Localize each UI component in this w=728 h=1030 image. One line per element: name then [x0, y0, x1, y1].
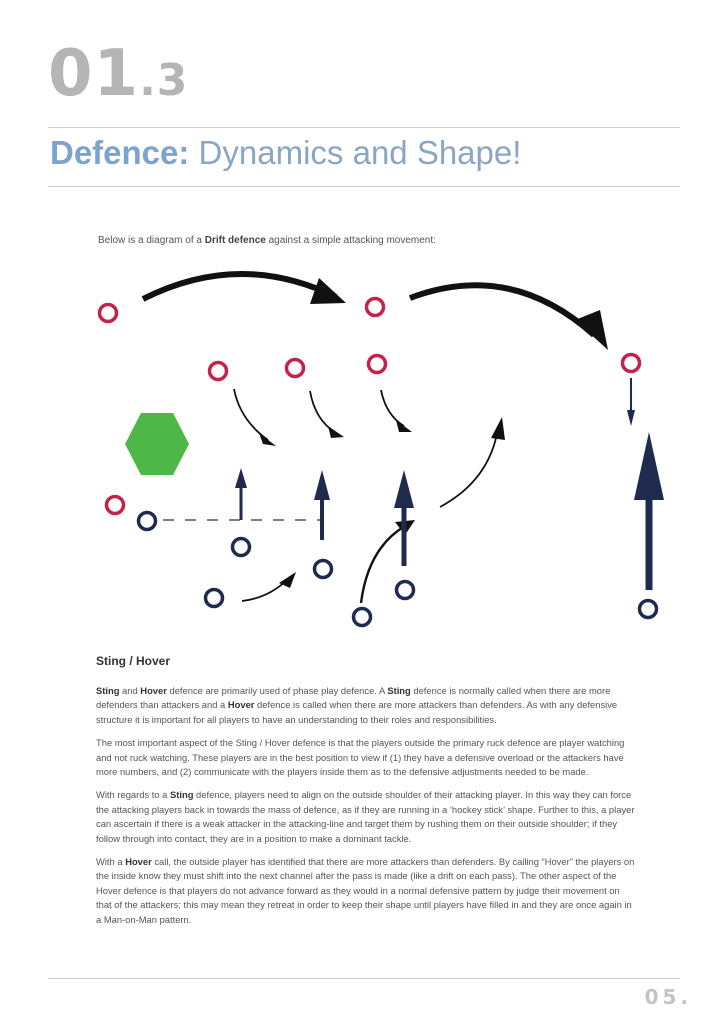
- curve-arrowhead-bottom-left: [279, 572, 296, 588]
- attacker-circle: [203, 587, 225, 609]
- curve-arrow-top-left: [141, 271, 338, 302]
- header-rule-bottom: [48, 186, 680, 187]
- chapter-number: 01.3: [48, 42, 188, 106]
- page-title: Defence: Dynamics and Shape!: [50, 136, 521, 169]
- intro-before: Below is a diagram of a: [98, 235, 205, 246]
- text-span: With regards to a: [96, 789, 170, 801]
- body-text: Sting and Hover defence are primarily us…: [96, 684, 636, 936]
- curve-arrowhead-top-right: [575, 310, 608, 350]
- curve-arrow-bottom-mid: [359, 524, 406, 604]
- keyword-hover: Hover: [125, 856, 152, 868]
- keyword-sting: Sting: [387, 685, 411, 696]
- paragraph-sting-hover-intro: Sting and Hover defence are primarily us…: [96, 684, 636, 727]
- curve-arrow-drift-2: [309, 390, 337, 434]
- text-span: defence is called when there are more at…: [96, 699, 618, 725]
- page-title-prefix: Defence:: [50, 134, 190, 171]
- defender-circle: [284, 357, 306, 379]
- keyword-sting: Sting: [170, 789, 194, 801]
- header-rule-top: [48, 127, 680, 128]
- keyword-hover: Hover: [227, 699, 255, 711]
- curve-arrowhead-drift-1: [259, 433, 276, 446]
- curve-arrow-drift-3: [380, 389, 405, 427]
- defender-circle: [364, 296, 386, 318]
- navy-arrowhead-3: [394, 470, 414, 508]
- page-number: 05.: [644, 985, 692, 1009]
- ruck-hexagon: [125, 413, 189, 475]
- defender-circle: [620, 352, 642, 374]
- curve-arrowhead-drift-3: [396, 420, 412, 432]
- paragraph-hover: With a Hover call, the outside player ha…: [96, 855, 636, 927]
- attacker-circle: [394, 579, 416, 601]
- chapter-number-main: 01: [48, 37, 140, 111]
- text-span: call, the outside player has identified …: [96, 856, 635, 925]
- defender-circle: [97, 302, 119, 324]
- attacker-circle: [136, 510, 158, 532]
- curve-arrowhead-top-left: [310, 278, 346, 304]
- defender-circle: [104, 494, 126, 516]
- curve-arrow-wide-pass: [439, 427, 499, 508]
- footer-rule: [48, 978, 680, 979]
- defender-circle: [366, 353, 388, 375]
- section-heading: Sting / Hover: [96, 654, 171, 668]
- text-span: With a: [96, 856, 126, 868]
- attacker-circle: [230, 536, 252, 558]
- drift-defence-diagram: [97, 271, 664, 628]
- intro-keyword: Drift defence: [204, 235, 266, 246]
- attacker-circle: [312, 558, 334, 580]
- curve-arrowhead-drift-2: [328, 426, 344, 438]
- navy-arrowhead-5: [634, 432, 664, 500]
- navy-arrowhead-2: [314, 470, 330, 500]
- keyword-hover: Hover: [140, 685, 167, 696]
- defender-circle: [207, 360, 229, 382]
- curve-arrowhead-wide-pass: [491, 417, 505, 440]
- chapter-number-sub: .3: [139, 55, 189, 106]
- text-span: and: [119, 685, 141, 696]
- paragraph-sting: With regards to a Sting defence, players…: [96, 788, 636, 846]
- curve-arrow-drift-1: [233, 388, 269, 441]
- keyword-sting: Sting: [96, 685, 120, 696]
- attacker-circle: [637, 598, 659, 620]
- curve-arrow-top-right: [408, 282, 596, 338]
- page-title-rest: Dynamics and Shape!: [189, 134, 522, 171]
- paragraph-player-watching: The most important aspect of the Sting /…: [96, 737, 625, 778]
- navy-arrowhead-1: [235, 468, 247, 488]
- intro-after: against a simple attacking movement:: [265, 235, 436, 246]
- text-span: defence are primarily used of phase play…: [166, 685, 388, 696]
- text-span: defence is normally called when there ar…: [96, 685, 611, 711]
- attacker-circle: [351, 606, 373, 628]
- intro-text: Below is a diagram of a Drift defence ag…: [98, 235, 436, 246]
- navy-arrowhead-4: [627, 410, 635, 426]
- text-span: defence, players need to align on the ou…: [96, 789, 635, 844]
